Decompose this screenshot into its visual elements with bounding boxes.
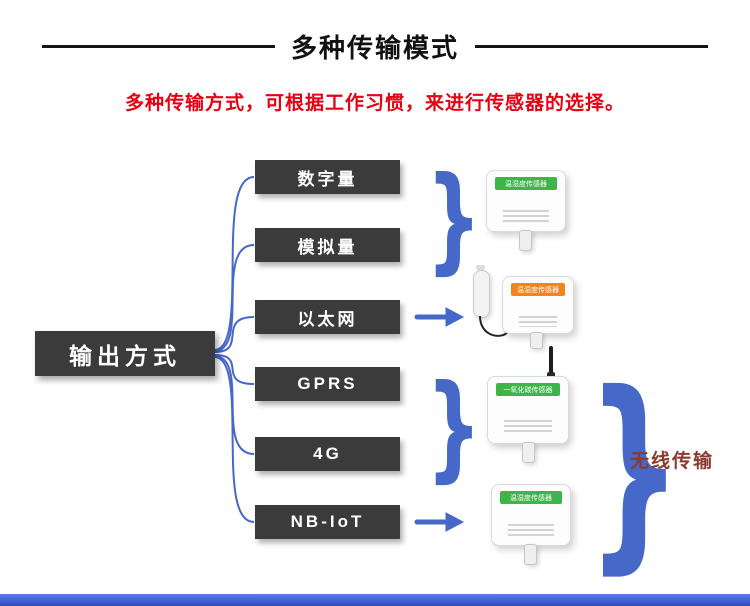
- brace-icon: }: [426, 152, 482, 286]
- subtitle: 多种传输方式，可根据工作习惯，来进行传感器的选择。: [124, 93, 625, 114]
- brace-icon: }: [586, 348, 683, 593]
- page-title: 多种传输模式: [291, 33, 460, 63]
- vent-slits: [503, 210, 549, 223]
- probe-cap: [476, 265, 485, 270]
- sensor-temp-humidity-1: 温湿度传感器: [482, 170, 572, 256]
- brace-icon: }: [426, 360, 482, 494]
- connector-4g: [214, 355, 255, 455]
- arrow-ethernet-head: [445, 307, 465, 327]
- mode-box-ethernet: 以太网: [255, 300, 400, 334]
- sensor-probe: [519, 230, 532, 251]
- connector-ethernet: [214, 316, 255, 353]
- sensor-body: 温湿度传感器: [486, 170, 566, 232]
- vent-slits: [508, 524, 554, 537]
- sensor-body: 温湿度传感器: [491, 484, 571, 546]
- sensor-carbon-monoxide: 一氧化碳传感器: [485, 346, 580, 469]
- probe-cable: [479, 315, 509, 337]
- title-rule-right: [475, 45, 709, 48]
- antenna-base: [547, 372, 555, 378]
- sensor-body: 一氧化碳传感器: [487, 376, 569, 444]
- footer-bar: [0, 594, 750, 606]
- antenna: [549, 346, 553, 376]
- connector-digital: [214, 176, 255, 351]
- mode-box-4g: 4G: [255, 437, 400, 471]
- sensor-label: 温湿度传感器: [500, 491, 562, 504]
- mode-box-analog: 模拟量: [255, 228, 400, 262]
- mode-box-digital: 数字量: [255, 160, 400, 194]
- mode-box-gprs: GPRS: [255, 367, 400, 401]
- connector-analog: [214, 244, 255, 352]
- sensor-probe: [530, 332, 543, 349]
- root-node-output-mode: 输出方式: [35, 331, 215, 376]
- sensor-probe: [524, 544, 537, 565]
- sensor-probe: [522, 442, 535, 463]
- vent-slits: [519, 316, 557, 327]
- connector-nbiot: [214, 356, 255, 523]
- mode-box-nbiot: NB-IoT: [255, 505, 400, 539]
- vent-slits: [504, 420, 552, 433]
- header: 多种传输模式: [42, 28, 709, 65]
- sensor-temp-humidity-3: 温湿度传感器: [487, 484, 577, 570]
- sensor-temp-humidity-2: 温湿度传感器: [470, 265, 574, 352]
- connector-gprs: [214, 354, 255, 385]
- sensor-label: 温湿度传感器: [511, 283, 565, 296]
- sensor-body: 温湿度传感器: [502, 276, 574, 334]
- probe-cylinder: [473, 270, 490, 318]
- sensor-label: 温湿度传感器: [495, 177, 557, 190]
- sensor-label: 一氧化碳传感器: [496, 383, 560, 396]
- title-rule-left: [42, 45, 275, 48]
- wireless-transmission-label: 无线传输: [630, 451, 715, 472]
- arrow-nbiot-head: [445, 512, 465, 532]
